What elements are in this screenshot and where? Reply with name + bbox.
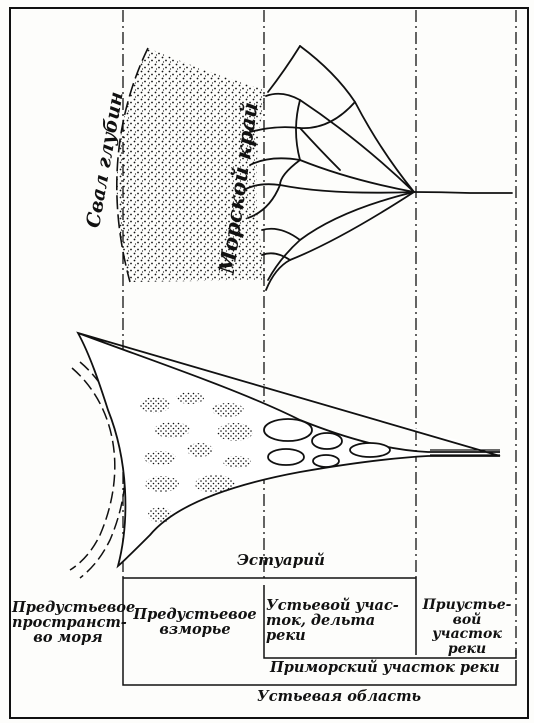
- shoal-3: [212, 403, 244, 417]
- pre-mouth-sea-line-3: во моря: [12, 630, 124, 645]
- coastal-river-section-label: Приморский участок реки: [270, 660, 500, 675]
- shoal-9: [145, 476, 179, 492]
- estuary-bracket: [123, 578, 416, 585]
- island-5: [313, 455, 339, 467]
- channel-link-4: [280, 160, 300, 185]
- shoal-2: [176, 392, 204, 404]
- shoal-7: [187, 443, 213, 457]
- channel-link-1: [268, 46, 300, 92]
- shoal-5: [217, 423, 253, 441]
- pre-mouth-sea-label: Предустьевое пространст- во моря: [12, 600, 124, 646]
- shoal-6: [144, 451, 176, 465]
- shoal-11: [148, 507, 172, 523]
- branch-mid: [250, 158, 414, 192]
- mouth-delta-label: Устьевой учас- ток, дельта реки: [266, 598, 416, 644]
- river-mouth-section-line-3: реки: [418, 642, 516, 657]
- island-1: [264, 419, 312, 441]
- delta-channels-plan: [244, 46, 512, 290]
- pre-mouth-sea-line-1: Предустьевое: [12, 600, 124, 615]
- shoal-10: [195, 475, 235, 493]
- shoal-4: [154, 422, 190, 438]
- channel-link-8: [300, 128, 340, 170]
- pre-mouth-sea-line-2: пространст-: [12, 615, 124, 630]
- estuary-label: Эстуарий: [237, 553, 325, 569]
- river-mouth-section-line-1: Приустье-: [418, 598, 516, 613]
- island-3: [350, 443, 390, 457]
- mouth-delta-line-1: Устьевой учас-: [266, 598, 416, 613]
- mouth-delta-line-2: ток, дельта реки: [266, 613, 416, 643]
- pre-mouth-shore-line-2: взморье: [128, 622, 262, 637]
- river-mouth-section-label: Приустье- вой участок реки: [418, 598, 516, 657]
- mouth-region-label: Устьевая область: [257, 689, 421, 704]
- channel-link-6: [262, 229, 300, 240]
- island-4: [268, 449, 304, 465]
- channel-link-3: [296, 100, 300, 160]
- shoal-8: [223, 456, 251, 468]
- island-2: [312, 433, 342, 449]
- pre-mouth-shore-line-1: Предустьевое: [128, 607, 262, 622]
- shoal-1: [140, 397, 170, 413]
- river-mouth-section-line-2: вой участок: [418, 613, 516, 642]
- branch-south-2: [266, 192, 414, 290]
- branch-north: [300, 46, 414, 192]
- branch-north-2: [266, 94, 414, 192]
- branch-mid-2: [244, 184, 414, 193]
- main-river-channel: [414, 192, 512, 193]
- pre-mouth-shore-label: Предустьевое взморье: [128, 607, 262, 637]
